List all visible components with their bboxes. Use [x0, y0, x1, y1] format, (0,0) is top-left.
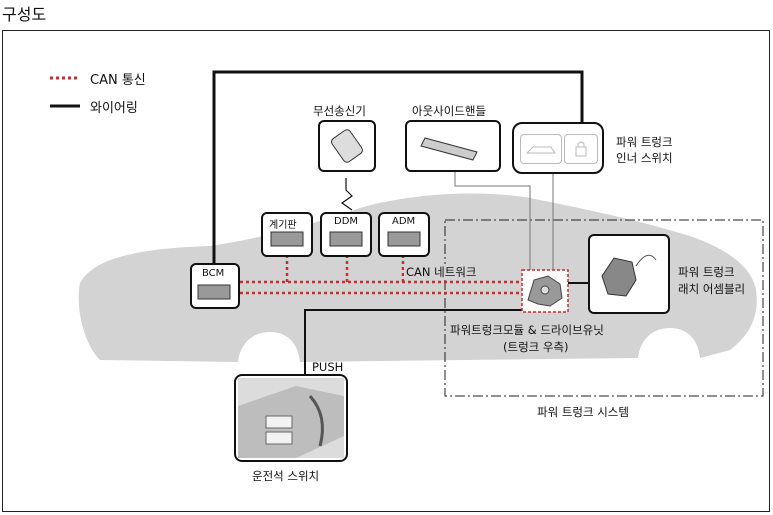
bcm-box: BCM: [190, 263, 240, 309]
push-label: PUSH: [312, 360, 344, 374]
module-drawing: [527, 275, 563, 307]
cluster-module-icon: [270, 231, 304, 247]
ddm-label: DDM: [334, 216, 359, 227]
latch-label-2: 래치 어셈블리: [678, 282, 746, 296]
can-network-label: CAN 네트워크: [404, 264, 479, 280]
module-label-2: (트렁크 우측): [503, 340, 569, 354]
bcm-to-inner-switch-wire: [212, 70, 584, 265]
inner-switch-label-1: 파워 트렁크: [616, 135, 673, 149]
outside-handle-box: [405, 120, 501, 172]
legend-wiring-label: 와이어링: [90, 101, 138, 116]
bcm-module-icon: [197, 284, 231, 300]
inner-switch-box: [512, 122, 604, 174]
driver-switch-label: 운전석 스위치: [252, 469, 320, 483]
ddm-box: DDM: [320, 212, 372, 257]
lock-icon: [575, 141, 587, 157]
ddm-module-icon: [329, 231, 363, 247]
page-title: 구성도: [2, 5, 47, 24]
trunk-open-button: [520, 134, 562, 164]
outside-handle-label: 아웃사이드핸들: [412, 104, 487, 118]
adm-module-icon: [387, 231, 421, 247]
smart-key-label: 무선송신기: [313, 104, 366, 118]
smart-key-box: [318, 120, 376, 172]
latch-box: [588, 234, 670, 314]
latch-label-1: 파워 트렁크: [678, 265, 735, 279]
system-boundary: [444, 219, 764, 397]
bcm-label: BCM: [202, 268, 225, 279]
cluster-label: 계기판: [269, 220, 297, 231]
trunk-icon: [525, 146, 556, 154]
driver-switch-photo: [238, 378, 344, 458]
smart-key-arrow: [340, 178, 353, 211]
adm-label: ADM: [392, 216, 416, 227]
rear-wheel: [644, 334, 696, 386]
push-to-module-wire: [304, 309, 522, 376]
adm-box: ADM: [378, 212, 430, 257]
legend-can-label: CAN 통신: [90, 73, 146, 88]
can-lines: [240, 255, 520, 295]
lock-button: [564, 134, 598, 164]
handle-to-module-wire: [454, 170, 531, 270]
latch-icon: [601, 254, 657, 297]
module-label-1: 파워트렁크모듈 & 드라이브유닛: [450, 323, 604, 337]
handle-icon: [420, 137, 478, 161]
driver-switch-box: [234, 374, 348, 462]
system-label: 파워 트렁크 시스템: [537, 405, 629, 419]
smart-key-icon: [331, 129, 363, 163]
cluster-box: 계기판: [261, 212, 313, 257]
inner-switch-label-2: 인너 스위치: [616, 151, 673, 165]
diagram-frame: [2, 30, 770, 512]
